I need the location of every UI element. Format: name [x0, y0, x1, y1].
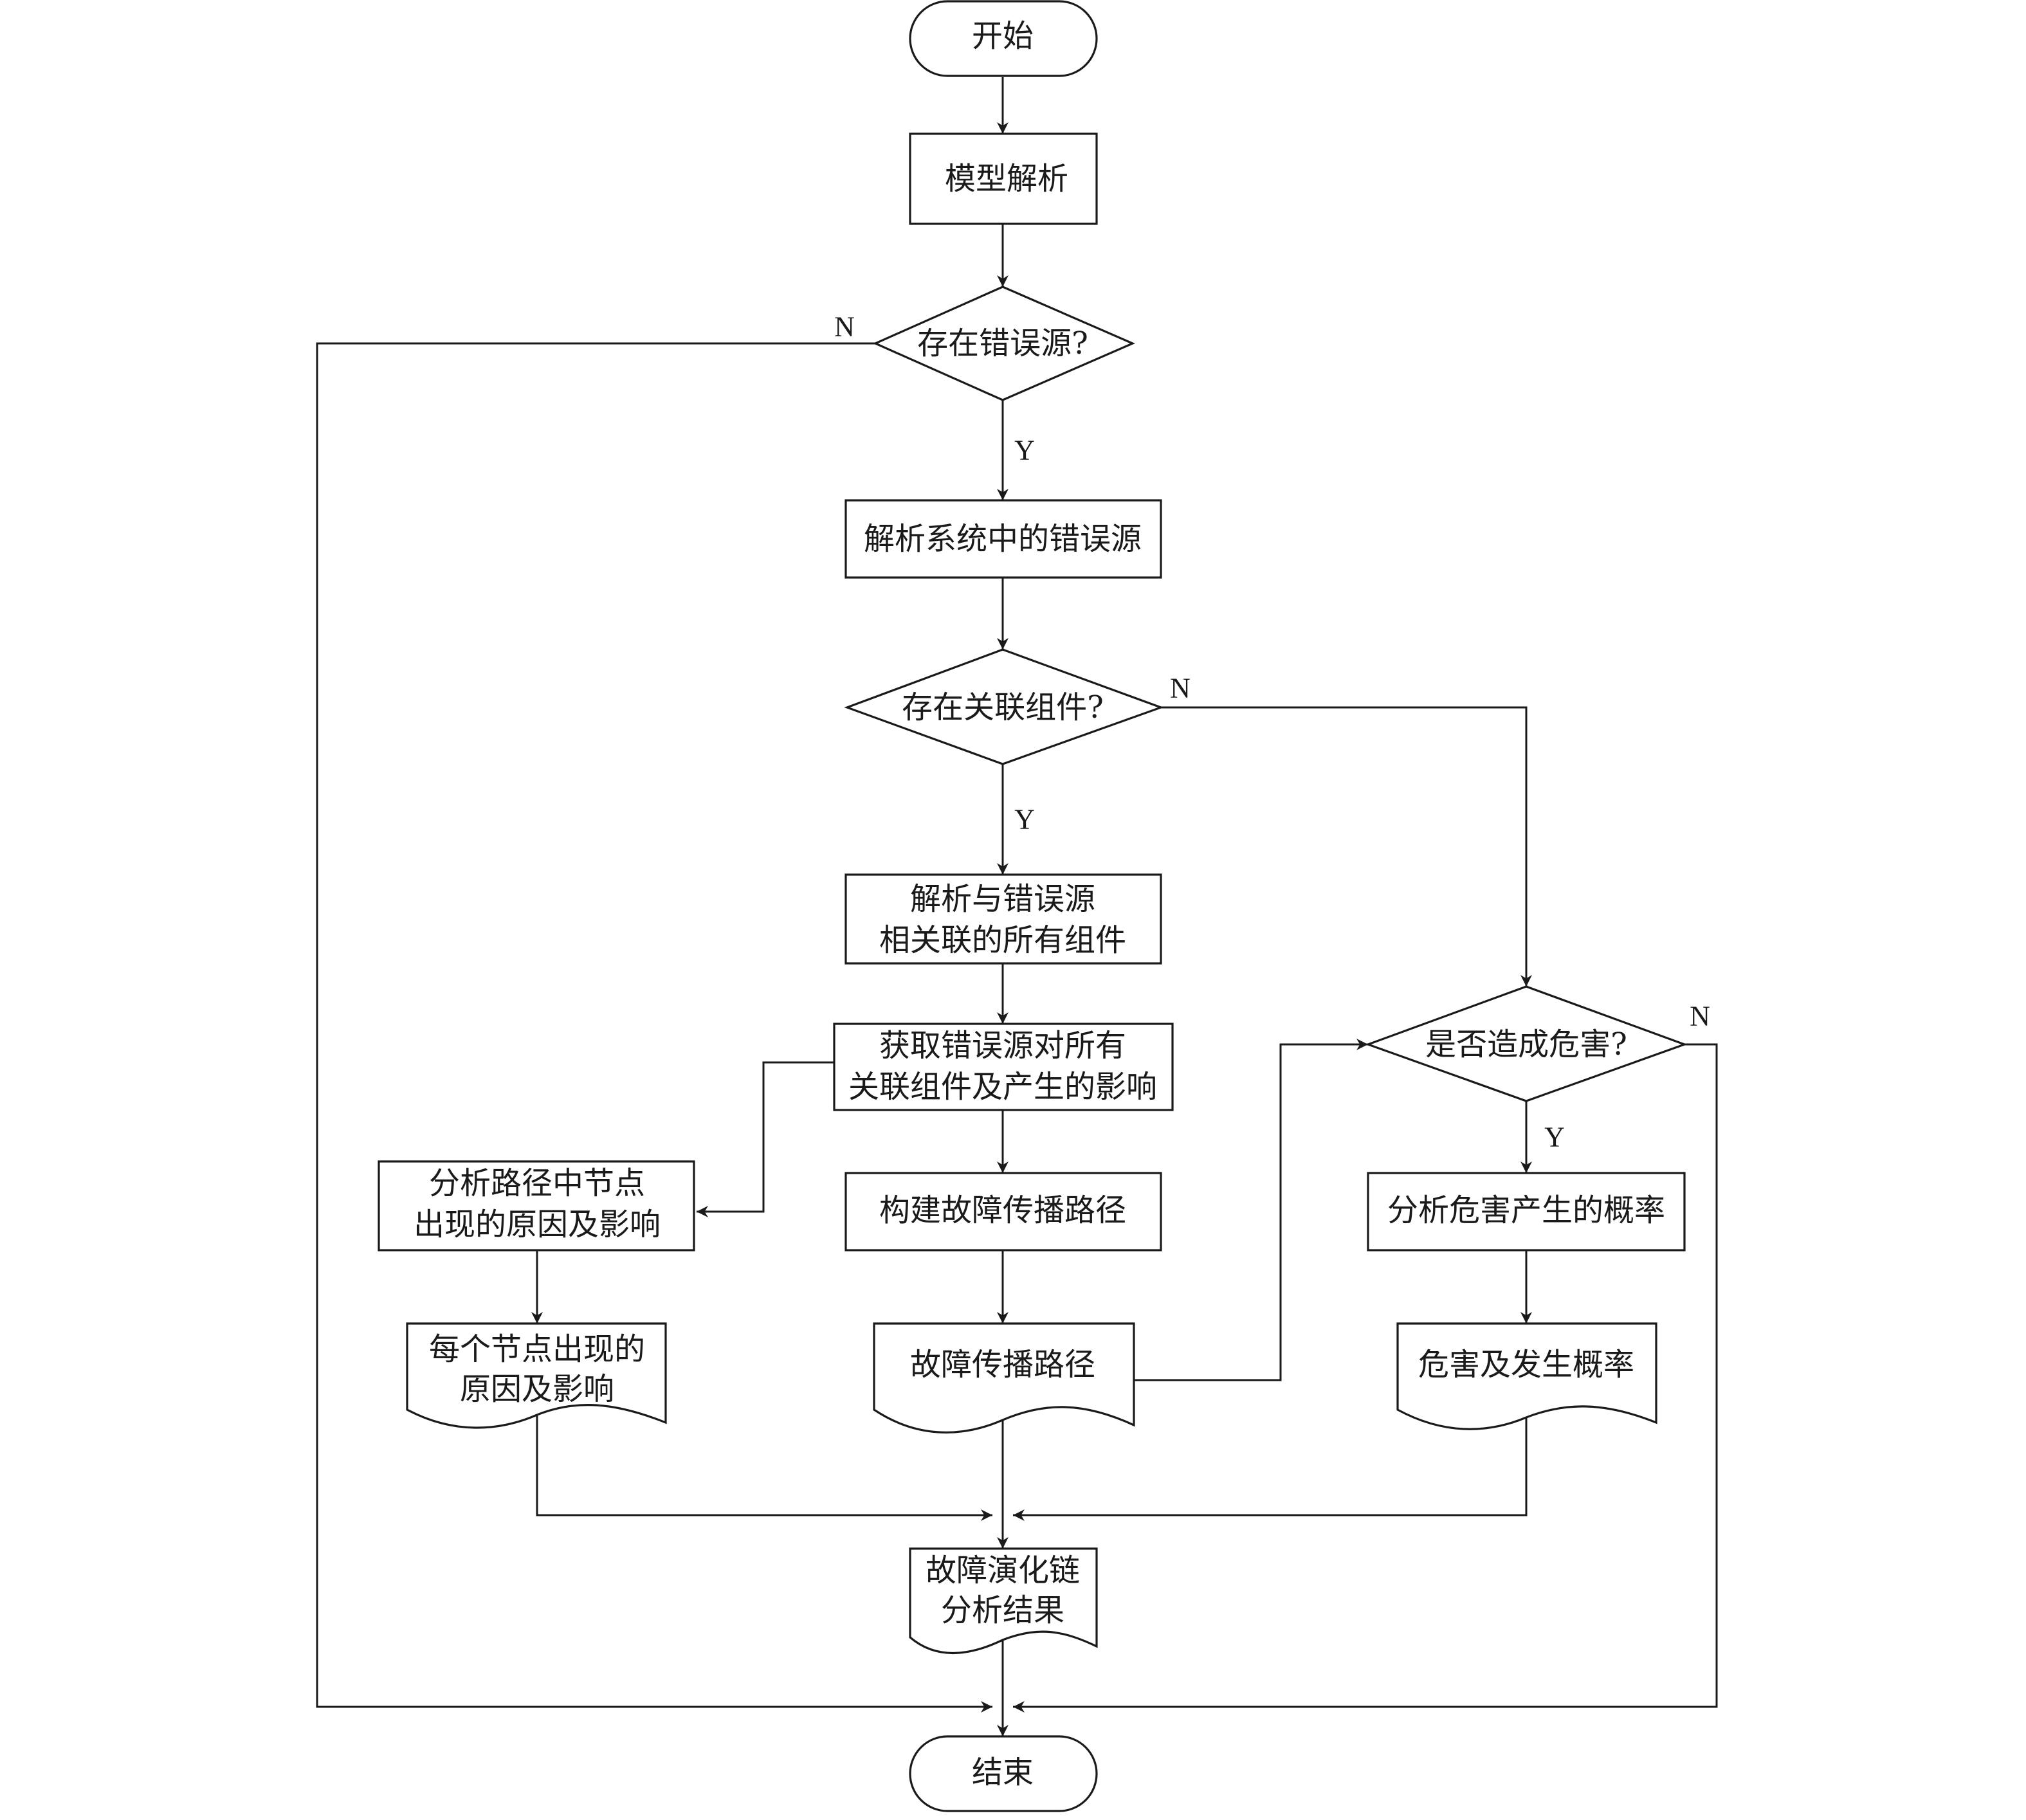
parse-error-sources-process: 解析系统中的错误源 — [844, 499, 1162, 579]
parse-related-components-process: 解析与错误源 相关联的所有组件 — [844, 873, 1162, 965]
parse-related-components-line1: 解析与错误源 — [910, 881, 1095, 917]
analyze-node-causes-line2: 出现的原因及影响 — [414, 1206, 661, 1242]
connector-decision1-no — [316, 342, 992, 1713]
analyze-node-causes-line1: 分析路径中节点 — [429, 1165, 645, 1201]
parse-error-sources-label: 解析系统中的错误源 — [864, 521, 1142, 557]
doc-hazard-probability-label: 危害及发生概率 — [1418, 1347, 1634, 1383]
analyze-hazard-probability-label: 分析危害产生的概率 — [1387, 1192, 1665, 1228]
label-decision1-yes: Y — [1014, 435, 1035, 466]
doc-propagation-path: 故障传播路径 — [873, 1322, 1135, 1433]
model-parse-label: 模型解析 — [945, 161, 1068, 197]
doc-hazard-probability: 危害及发生概率 — [1396, 1322, 1657, 1430]
model-parse-process: 模型解析 — [909, 132, 1098, 225]
label-decision1-no: N — [834, 311, 855, 343]
parse-related-components-line2: 相关联的所有组件 — [879, 922, 1126, 958]
build-propagation-path-process: 构建故障传播路径 — [844, 1172, 1162, 1251]
decision-related-components-label: 存在关联组件? — [902, 689, 1104, 725]
label-decision2-yes: Y — [1014, 804, 1035, 835]
get-impact-process: 获取错误源对所有 关联组件及产生的影响 — [833, 1023, 1174, 1111]
decision-hazard: 是否造成危害? — [1365, 985, 1688, 1102]
doc-analysis-result-line1: 故障演化链 — [926, 1552, 1080, 1588]
connector-hazard-doc-to-merge — [1013, 1417, 1528, 1521]
decision-error-source-label: 存在错误源? — [917, 325, 1088, 361]
connector-decision2-no — [1161, 706, 1532, 987]
connector-impact-to-node-analysis — [697, 1061, 834, 1217]
analyze-node-causes-process: 分析路径中节点 出现的原因及影响 — [378, 1160, 695, 1251]
connectors — [316, 77, 1718, 1736]
connector-hazard-no — [1013, 1043, 1718, 1713]
doc-node-causes-line1: 每个节点出现的 — [429, 1331, 645, 1367]
connector-node-doc-to-merge — [536, 1415, 992, 1521]
doc-propagation-path-label: 故障传播路径 — [910, 1347, 1095, 1383]
doc-analysis-result: 故障演化链 分析结果 — [909, 1547, 1098, 1654]
analyze-hazard-probability-process: 分析危害产生的概率 — [1367, 1172, 1686, 1251]
label-decision2-no: N — [1170, 673, 1191, 704]
build-propagation-path-label: 构建故障传播路径 — [879, 1192, 1126, 1228]
get-impact-line1: 获取错误源对所有 — [879, 1028, 1126, 1064]
end-label: 结束 — [972, 1754, 1034, 1790]
doc-node-causes: 每个节点出现的 原因及影响 — [406, 1322, 667, 1429]
label-hazard-yes: Y — [1544, 1122, 1565, 1153]
start-label: 开始 — [972, 18, 1034, 54]
start-terminal: 开始 — [909, 0, 1098, 77]
decision-hazard-label: 是否造成危害? — [1425, 1026, 1627, 1062]
end-terminal: 结束 — [909, 1735, 1098, 1812]
label-hazard-no: N — [1690, 1001, 1710, 1032]
doc-node-causes-line2: 原因及影响 — [460, 1371, 614, 1407]
decision-error-source: 存在错误源? — [873, 286, 1136, 401]
connector-path-doc-to-hazard — [1134, 1039, 1368, 1381]
get-impact-line2: 关联组件及产生的影响 — [848, 1069, 1157, 1105]
decision-related-components: 存在关联组件? — [844, 648, 1164, 765]
doc-analysis-result-line2: 分析结果 — [941, 1592, 1064, 1628]
